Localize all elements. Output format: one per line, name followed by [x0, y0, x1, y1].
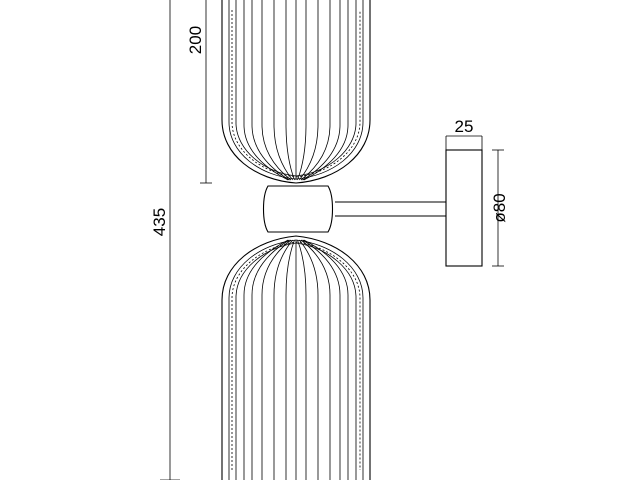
dimension-label-backplate-diameter: ø80	[490, 193, 509, 222]
upper-shade-ribs	[243, 0, 349, 181]
lower-rib	[300, 239, 331, 480]
upper-rib	[302, 0, 341, 181]
lower-rib	[285, 239, 295, 480]
dimension-label-total-height: 435	[150, 208, 169, 236]
upper-rib	[243, 0, 289, 181]
dimension-total-height: 435	[150, 0, 180, 480]
upper-shade	[221, 0, 371, 184]
upper-rib	[273, 0, 294, 181]
upper-rib	[297, 0, 307, 181]
upper-rib	[251, 0, 290, 181]
lower-rib	[273, 239, 294, 480]
dimension-backplate-diameter: ø80	[490, 149, 509, 267]
lower-rib	[243, 239, 289, 480]
upper-rib	[298, 0, 319, 181]
lower-rib	[297, 239, 307, 480]
dimension-label-shade-height: 200	[186, 26, 205, 54]
center-ball-joint	[262, 185, 334, 233]
upper-rib	[285, 0, 295, 181]
dimension-backplate-depth: 25	[445, 117, 483, 150]
connecting-arm	[335, 201, 446, 217]
lower-rib	[303, 239, 349, 480]
lower-rib	[298, 239, 319, 480]
lower-rib	[251, 239, 290, 480]
lower-rib	[302, 239, 341, 480]
upper-rib	[261, 0, 292, 181]
dimension-shade-height: 200	[186, 0, 212, 184]
dimension-label-backplate-depth: 25	[455, 117, 474, 136]
upper-rib	[303, 0, 349, 181]
upper-rib	[300, 0, 331, 181]
lower-shade-ribs	[243, 239, 349, 480]
lower-shade	[221, 235, 371, 480]
wall-backplate	[445, 149, 483, 267]
